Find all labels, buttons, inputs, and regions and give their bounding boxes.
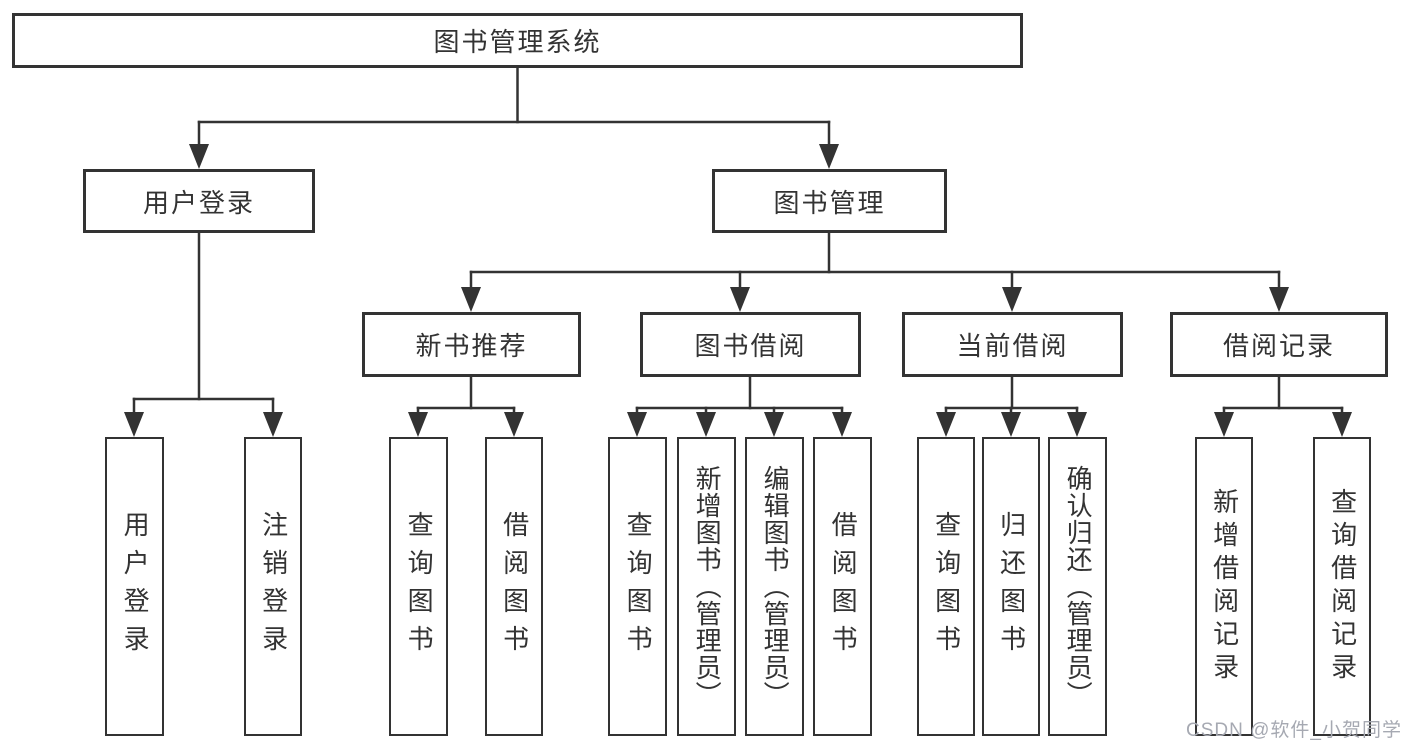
node-root: 图书管理系统 [12, 13, 1023, 68]
node-book-management: 图书管理 [712, 169, 947, 233]
connector-book-management-group [461, 231, 1289, 312]
node-new-book-recommend: 新书推荐 [362, 312, 581, 377]
node-book-borrowing: 图书借阅 [640, 312, 861, 377]
watermark: CSDN @软件_小贺同学 [1186, 720, 1402, 741]
connector-book-borrow-group [627, 375, 852, 437]
leaf-newbook-query-book: 查询图书 [389, 437, 448, 736]
leaf-borrow-borrow-book: 借阅图书 [813, 437, 872, 736]
node-user-login: 用户登录 [83, 169, 315, 233]
node-borrowing-records: 借阅记录 [1170, 312, 1388, 377]
connector-current-borrow-group [936, 375, 1087, 437]
connector-user-login-group [124, 231, 283, 437]
leaf-record-add-record: 新增借阅记录 [1195, 437, 1253, 736]
connector-root [189, 66, 839, 169]
node-current-borrowing: 当前借阅 [902, 312, 1123, 377]
leaf-record-query-record: 查询借阅记录 [1313, 437, 1371, 736]
leaf-borrow-query-book: 查询图书 [608, 437, 667, 736]
leaf-current-confirm-return-admin: 确认归还（管理员） [1048, 437, 1107, 736]
leaf-borrow-edit-book-admin: 编辑图书（管理员） [745, 437, 804, 736]
leaf-current-query-book: 查询图书 [917, 437, 975, 736]
leaf-current-return-book: 归还图书 [982, 437, 1040, 736]
leaf-user-login: 用户登录 [105, 437, 164, 736]
connector-borrow-record-group [1214, 375, 1352, 437]
connector-new-book-group [408, 375, 524, 437]
leaf-newbook-borrow-book: 借阅图书 [485, 437, 543, 736]
leaf-borrow-add-book-admin: 新增图书（管理员） [677, 437, 736, 736]
leaf-logout: 注销登录 [244, 437, 302, 736]
